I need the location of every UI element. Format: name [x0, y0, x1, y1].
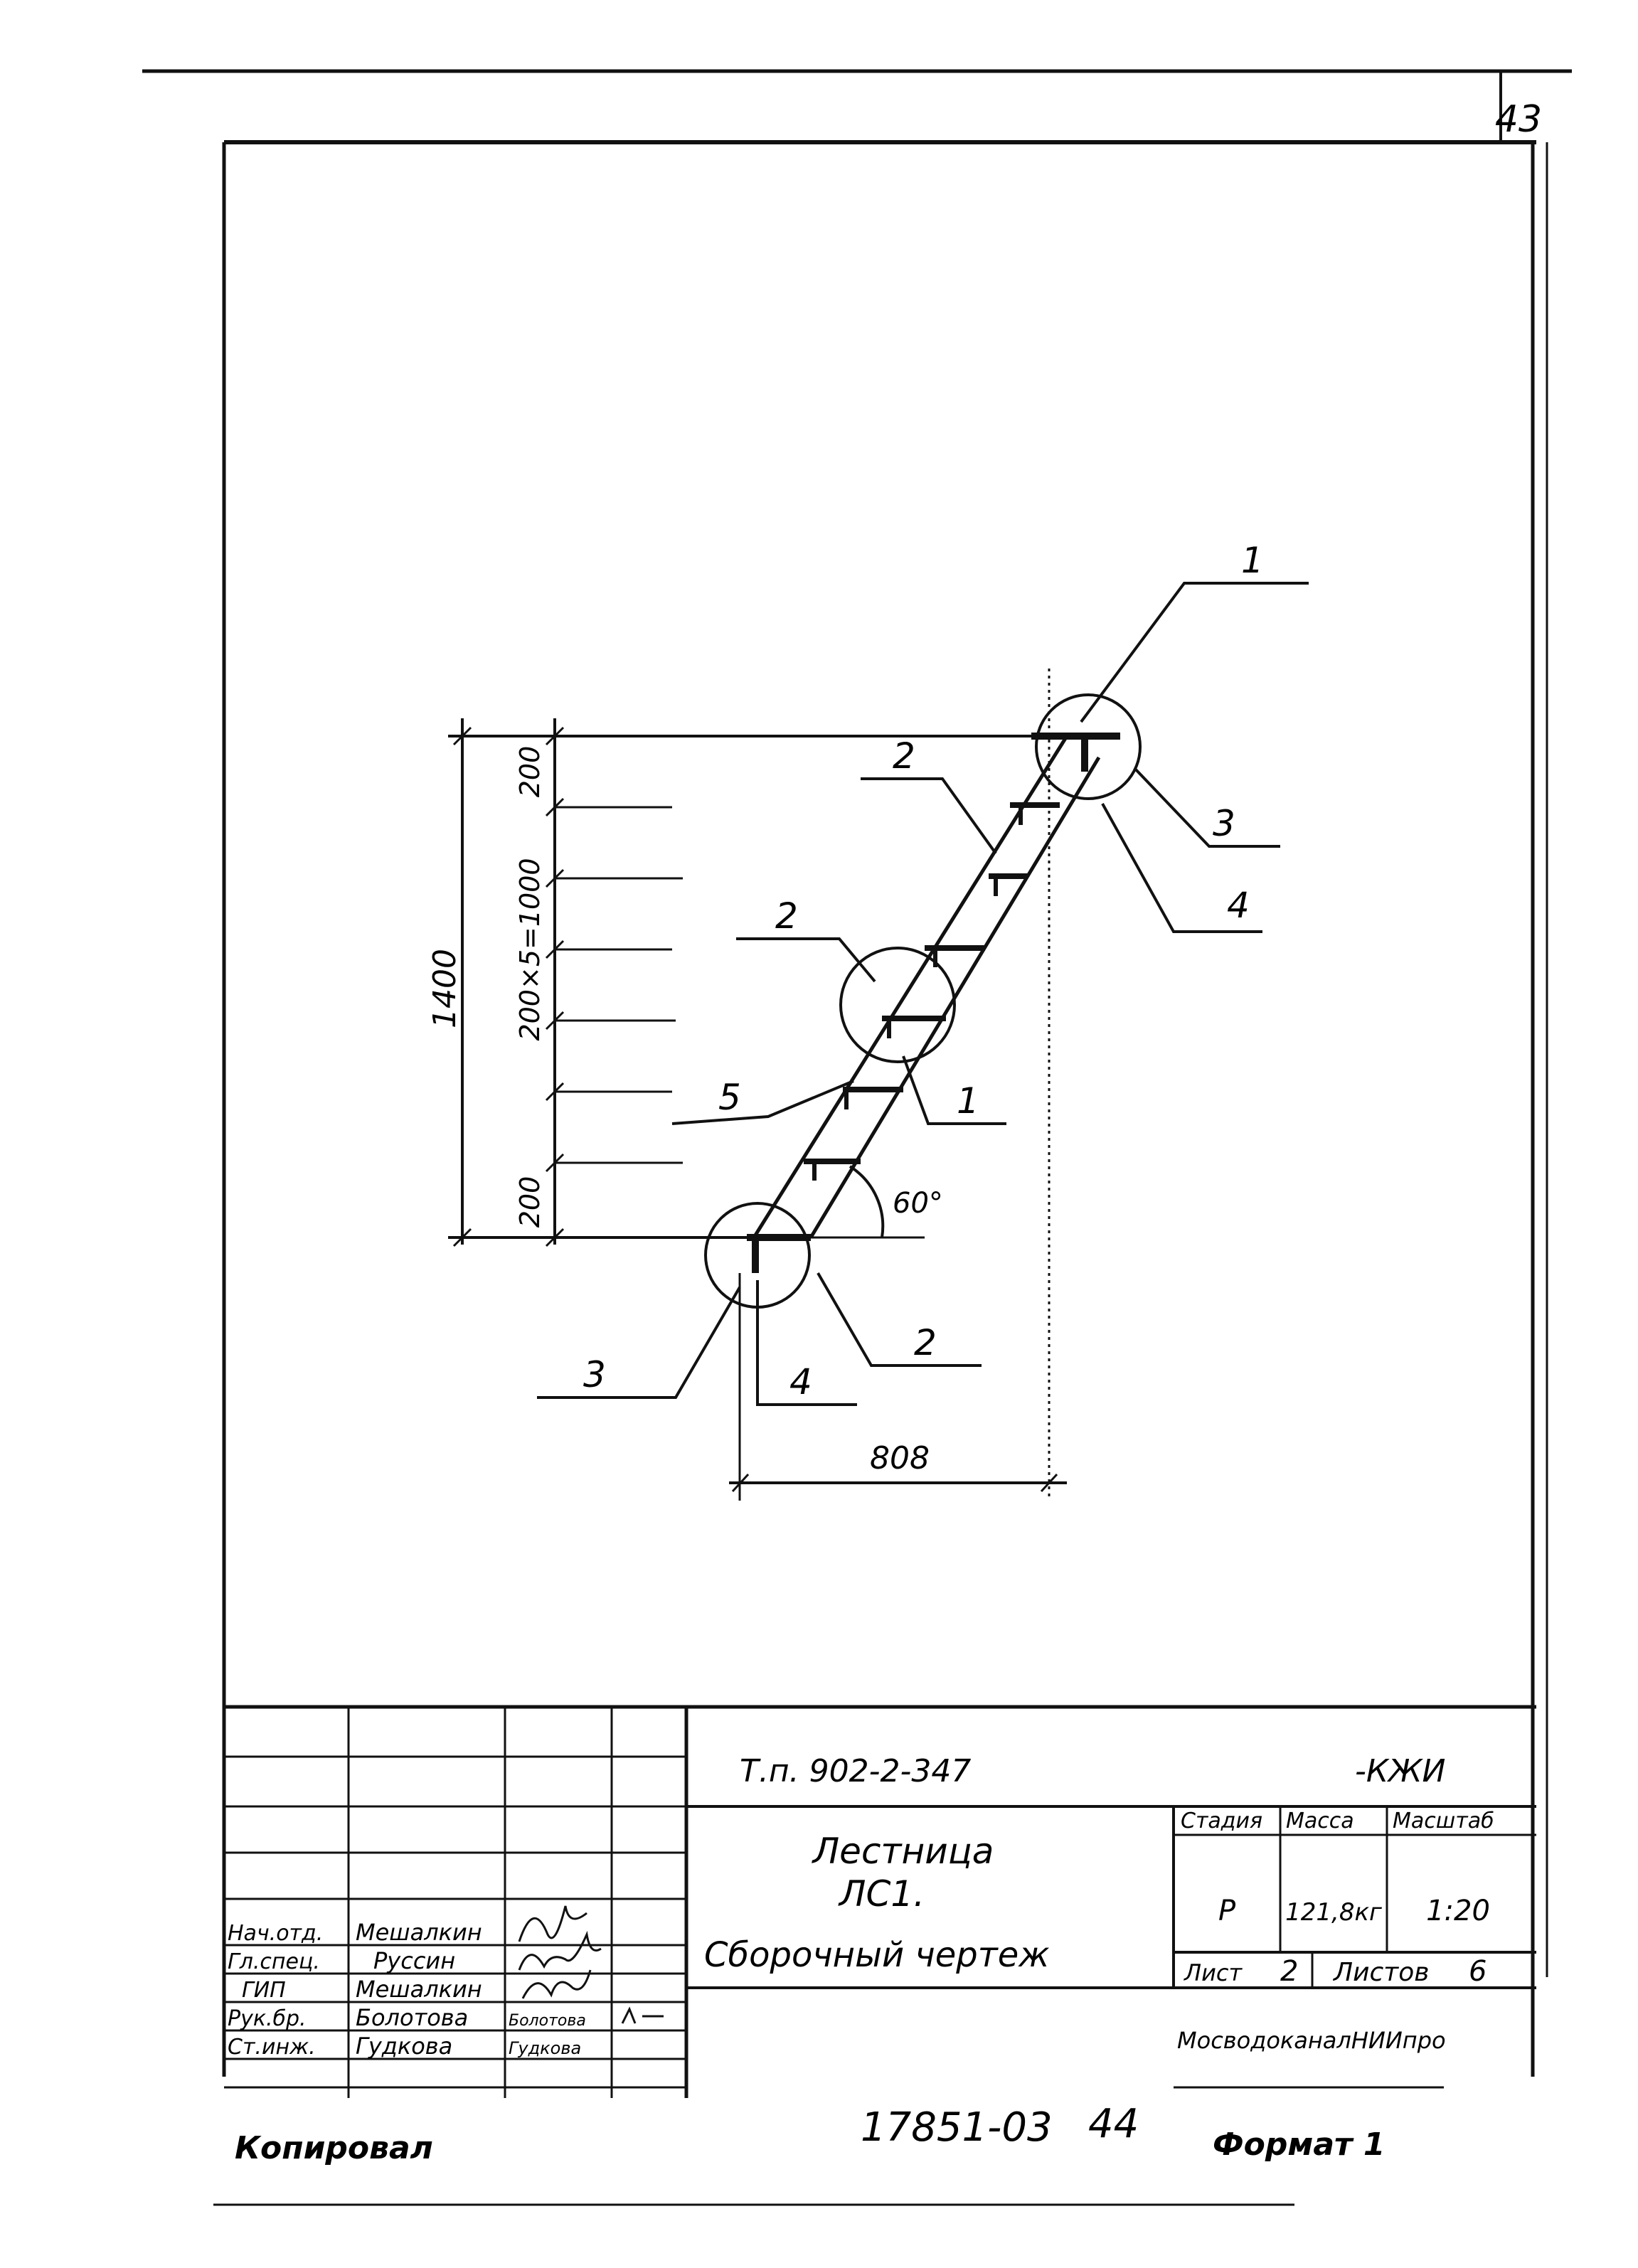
callout-5: 5 [718, 1077, 741, 1118]
dim-width: 808 [870, 1440, 930, 1476]
callout-3-bottom: 3 [583, 1354, 606, 1395]
sig-role-2: Гл.спец. [228, 1949, 320, 1974]
title-block-texts: Т.п. 902-2-347 -КЖИ Лестница ЛС1. Сбороч… [228, 1753, 1494, 2060]
archive-number: 17851-03 [861, 2104, 1053, 2151]
callout-2-bottom: 2 [914, 1322, 937, 1363]
leaders [537, 582, 1309, 1406]
header-scale: Масштаб [1393, 1809, 1494, 1833]
angle-arc [849, 1165, 885, 1238]
format-label: Формат 1 [1213, 2126, 1385, 2163]
sig-sign-4: Болотова [509, 2012, 586, 2030]
sig-name-3: Мешалкин [356, 1976, 482, 2003]
copy-label: Копировал [235, 2130, 433, 2166]
sig-name-1: Мешалкин [356, 1919, 482, 1946]
callout-2-top: 2 [893, 735, 915, 777]
sheets-value: 6 [1469, 1955, 1487, 1988]
dim-step-series: 200×5=1000 [514, 858, 546, 1040]
callout-1-top: 1 [1241, 540, 1264, 581]
sig-role-3: ГИП [242, 1978, 286, 2003]
detail-circle-middle [839, 947, 956, 1063]
sheets-label: Листов [1332, 1958, 1429, 1987]
value-mass: 121,8кг [1285, 1898, 1383, 1927]
sig-role-1: Нач.отд. [228, 1921, 323, 1946]
organization: МосводоканалНИИпро [1177, 2027, 1446, 2054]
footer: Копировал 17851-03 44 Формат 1 [235, 2101, 1385, 2166]
dim-bottom-gap: 200 [514, 1176, 546, 1228]
dim-top-gap: 200 [514, 746, 546, 798]
header-mass: Масса [1286, 1809, 1354, 1833]
sheet-label: Лист [1184, 1959, 1243, 1986]
left-dimensions [448, 718, 1031, 1247]
sig-name-5: Гудкова [356, 2033, 452, 2060]
project-code: Т.п. 902-2-347 [740, 1753, 971, 1789]
callout-numbers: 1 2 3 4 2 5 1 3 4 2 [583, 540, 1264, 1402]
title-line-2: ЛС1. [838, 1873, 925, 1915]
title-line-3: Сборочный чертеж [704, 1935, 1050, 1975]
signature-scribbles [518, 1905, 664, 2024]
dim-height-total: 1400 [427, 949, 463, 1028]
stringer-front [752, 735, 1069, 1239]
sig-sign-5: Гудкова [509, 2038, 581, 2058]
section-code: -КЖИ [1355, 1753, 1445, 1789]
dim-angle: 60° [893, 1187, 943, 1220]
sig-name-2: Руссин [373, 1947, 455, 1974]
header-stage: Стадия [1181, 1809, 1262, 1833]
value-scale: 1:20 [1426, 1895, 1490, 1927]
sheet-frame [142, 69, 1572, 2206]
callout-1-middle: 1 [957, 1080, 979, 1122]
title-line-1: Лестница [812, 1831, 994, 1872]
callout-4-top: 4 [1227, 885, 1250, 926]
value-stage: Р [1218, 1895, 1236, 1927]
title-block-frame [224, 1705, 1536, 2098]
sheet-value: 2 [1280, 1955, 1298, 1988]
callout-4-bottom: 4 [789, 1361, 812, 1402]
callout-2-middle: 2 [775, 895, 798, 937]
sig-name-4: Болотова [356, 2004, 468, 2031]
callout-3-top: 3 [1213, 803, 1235, 844]
dimension-texts: 1400 200×5=1000 200 200 808 60° [427, 746, 943, 1476]
archive-sheet: 44 [1088, 2101, 1139, 2147]
detail-circle-top [1035, 693, 1142, 800]
sig-role-4: Рук.бр. [228, 2006, 307, 2031]
page-number: 43 [1495, 98, 1542, 141]
treads [804, 802, 1060, 1164]
sig-role-5: Ст.инж. [228, 2035, 316, 2060]
width-dimension [729, 669, 1067, 1501]
